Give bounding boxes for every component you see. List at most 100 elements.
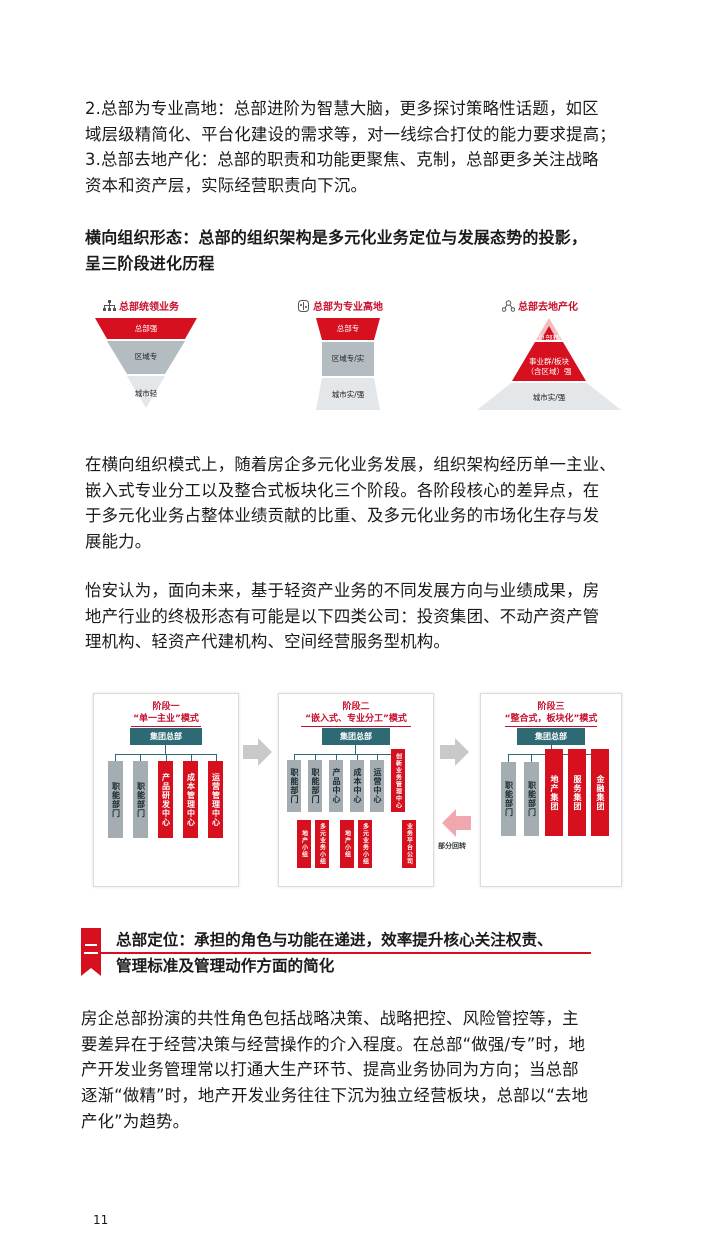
heading-line: 呈三阶段进化历程: [85, 253, 215, 273]
stage1-city-layer: [127, 376, 165, 408]
stage3-title-text: 总部去地产化: [518, 302, 578, 313]
panel2-connector: [355, 745, 356, 754]
panel1-connector: [191, 754, 192, 761]
network-icon: [502, 300, 515, 312]
panel2-col-operation: 运营中心: [370, 760, 384, 812]
panel3-stage: 阶段三: [537, 702, 565, 712]
heading-line: 横向组织形态：总部的组织架构是多元化业务定位与发展态势的投影，: [85, 228, 588, 247]
panel3-top-box: 集团总部: [517, 728, 585, 745]
para-line: 理机构、轻资产代建机构、空间经营服务型机构。: [85, 632, 450, 651]
section-underline: [101, 952, 591, 954]
intro-line: 3.总部去地产化：总部的职责和功能更聚焦、克制，总部更多关注战略: [85, 150, 599, 169]
stage3-title: 总部去地产化: [502, 298, 578, 313]
panel2-connector: [336, 754, 337, 760]
para-line: 要差异在于经营决策与经营操作的介入程度。在总部“做强/专”时，地: [81, 1034, 586, 1054]
para-line: 产化”为趋势。: [81, 1111, 190, 1131]
para-line: 房企总部扮演的共性角色包括战略决策、战略把控、风险管控等，主: [81, 1009, 579, 1028]
section-title-line: 管理标准及管理动作方面的简化: [116, 957, 335, 975]
panel1-connector: [115, 754, 116, 761]
para-line: 于多元化业务占整体业绩贡献的比重、及多元化业务的市场化生存与发: [85, 506, 600, 525]
panel2-connector: [357, 754, 358, 760]
stage3-group-layer: [512, 342, 586, 381]
panel2-sub-realestate-2: 地产小组: [340, 820, 354, 868]
stage3-level-group-sub: （含区域）强: [526, 367, 572, 376]
arrow-left-icon: [442, 809, 471, 837]
stage2-region-layer: [322, 342, 374, 376]
panel2-sub-realestate-1: 地产小组: [297, 820, 311, 868]
panel1-connector: [140, 754, 141, 761]
arrow-right-icon: [243, 738, 272, 766]
panel2-connector: [294, 754, 398, 755]
panel2-connector: [315, 754, 316, 760]
panel2-sub-diversified-2: 多元业务小组: [358, 820, 372, 868]
panel1-top-box: 集团总部: [130, 728, 202, 745]
stage1-level-hq: 总部强: [134, 324, 158, 333]
panel2-underline: [301, 726, 411, 727]
para-line: 怡安认为，面向未来，基于轻资产业务的不同发展方向与业绩成果，房: [85, 581, 600, 600]
panel2-sub-diversified-1: 多元业务小组: [315, 820, 329, 868]
panel3-col-function-1: 职能部门: [501, 762, 516, 836]
panel1-col-cost: 成本管理中心: [183, 761, 198, 838]
panel3-underline: [505, 726, 597, 727]
panel2-col-innovation: 创新业务管理中心: [391, 749, 405, 812]
stage1-panel: 阶段一 “单一主业”模式 集团总部 职能部门 职能部门 产品研发中心 成本管理中…: [93, 693, 239, 887]
stage3-level-city: 城市实/强: [532, 393, 566, 402]
panel2-stage: 阶段二: [342, 702, 370, 712]
stage1-region-layer: [107, 341, 185, 374]
intro-line: 资本和资产层，实际经营职责向下沉。: [85, 175, 368, 195]
panel1-mode: “单一主业”模式: [133, 714, 199, 724]
stage2-level-city: 城市实/强: [331, 390, 365, 399]
panel3-col-realestate-group: 地产集团: [545, 749, 563, 836]
stage1-title: 总部统领业务: [103, 298, 179, 313]
horizontal-form-heading: 横向组织形态：总部的组织架构是多元化业务定位与发展态势的投影， 呈三阶段进化历程: [85, 225, 587, 276]
arrow-right-icon: [440, 738, 469, 766]
panel1-col-function-2: 职能部门: [133, 761, 148, 838]
panel2-connector: [377, 754, 378, 760]
panel3-connector: [508, 754, 509, 762]
partial-return-label: 部分回转: [438, 842, 466, 850]
panel3-mode: “整合式，板块化”模式: [504, 714, 598, 724]
intro-line: 域层级精简化、平台化建设的需求等，对一线综合打仗的能力要求提高；: [85, 124, 616, 144]
stage3-level-group: 事业群/板块: [528, 357, 570, 366]
panel1-col-operation: 运营管理中心: [208, 761, 223, 838]
panel2-connector: [294, 754, 295, 760]
hq-role-paragraph: 房企总部扮演的共性角色包括战略决策、战略把控、风险管控等，主 要差异在于经营决策…: [81, 1006, 588, 1135]
section-title-line: 总部定位：承担的角色与功能在递进，效率提升核心关注权责、: [116, 931, 553, 949]
panel2-mode: “嵌入式、专业分工”模式: [305, 714, 407, 724]
panel1-stage: 阶段一: [152, 702, 180, 712]
intro-paragraph: 2.总部为专业高地：总部进阶为智慧大脑，更多探讨策略性话题，如区 域层级精简化、…: [85, 96, 616, 198]
stage3-panel: 阶段三 “整合式，板块化”模式 集团总部 职能部门 职能部门 地产集团 服务集团…: [480, 693, 622, 887]
stage3-hq-core: [541, 326, 557, 340]
stage3-city-layer: [477, 383, 621, 410]
page-number: 11: [93, 1213, 109, 1227]
stage2-title-text: 总部为专业高地: [313, 302, 383, 313]
panel3-col-service-group: 服务集团: [568, 749, 586, 836]
panel3-col-function-2: 职能部门: [524, 762, 539, 836]
para-line: 逐渐“做精”时，地产开发业务往往下沉为独立经营板块，总部以“去地: [81, 1086, 589, 1106]
para-line: 在横向组织模式上，随着房企多元化业务发展，组织架构经历单一主业、: [85, 455, 616, 474]
stage2-level-region: 区域专/实: [331, 354, 365, 363]
stage2-hq-layer: [316, 318, 380, 340]
panel2-col-cost: 成本中心: [350, 760, 364, 812]
stage2-title: 总部为专业高地: [297, 298, 383, 313]
panel2-sub-platform: 业务平台公司: [402, 820, 416, 868]
stage1-level-city: 城市轻: [134, 389, 158, 398]
panel2-col-product: 产品中心: [329, 760, 343, 812]
panel1-connector: [166, 754, 167, 761]
panel2-top-box: 集团总部: [322, 728, 390, 745]
intro-line: 2.总部为专业高地：总部进阶为智慧大脑，更多探讨策略性话题，如区: [85, 99, 599, 118]
stage2-city-layer: [316, 378, 380, 410]
section-number-badge: [81, 928, 101, 976]
section-title: 总部定位：承担的角色与功能在递进，效率提升核心关注权责、 管理标准及管理动作方面…: [116, 927, 553, 979]
stage2-panel: 阶段二 “嵌入式、专业分工”模式 集团总部 职能部门 职能部门 产品中心 成本中…: [278, 693, 434, 887]
future-forms-paragraph: 怡安认为，面向未来，基于轻资产业务的不同发展方向与业绩成果，房 地产行业的终极形…: [85, 578, 599, 655]
horizontal-mode-paragraph: 在横向组织模式上，随着房企多元化业务发展，组织架构经历单一主业、 嵌入式专业分工…: [85, 452, 616, 554]
stage2-level-hq: 总部专: [336, 324, 360, 333]
para-line: 地产行业的终极形态有可能是以下四类公司：投资集团、不动产资产管: [85, 606, 600, 626]
panel1-col-function-1: 职能部门: [108, 761, 123, 838]
stage1-title-text: 总部统领业务: [119, 302, 179, 313]
stage3-level-hq: 总部精: [537, 334, 561, 343]
panel1-underline: [131, 726, 201, 727]
panel2-col-function-1: 职能部门: [287, 760, 301, 812]
panel1-connector: [165, 745, 166, 754]
